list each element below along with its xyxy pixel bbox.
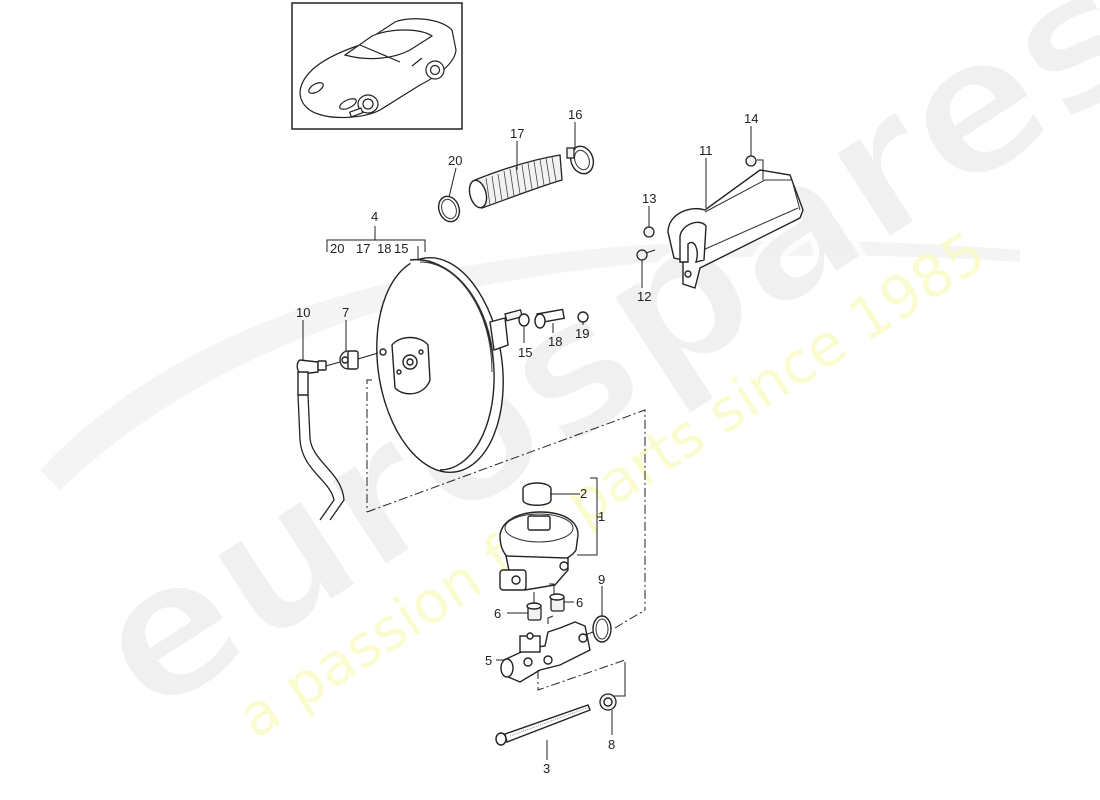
callout-10[interactable]: 10	[296, 305, 310, 320]
leader-lines	[302, 122, 752, 760]
nut-13	[643, 226, 655, 238]
washer-15	[518, 313, 530, 327]
callout-12[interactable]: 12	[637, 289, 651, 304]
group-item-18: 18	[377, 241, 391, 256]
bellows-boot-17	[468, 154, 563, 209]
callout-14[interactable]: 14	[744, 111, 758, 126]
vehicle-thumbnail	[291, 2, 463, 130]
grommets-6[interactable]	[526, 583, 565, 624]
callout-6-left[interactable]: 6	[494, 606, 501, 621]
callout-15[interactable]: 15	[518, 345, 532, 360]
callout-17[interactable]: 17	[510, 126, 524, 141]
callout-20[interactable]: 20	[448, 153, 462, 168]
long-bolt-3[interactable]	[495, 704, 591, 746]
callout-11[interactable]: 11	[699, 143, 713, 158]
booster-hardware[interactable]	[518, 308, 589, 329]
group-item-15: 15	[394, 241, 408, 256]
master-cylinder-5[interactable]	[500, 621, 591, 683]
boot-and-clamps[interactable]	[435, 143, 597, 225]
callout-4: 4	[371, 209, 378, 224]
callout-13[interactable]: 13	[642, 191, 656, 206]
callout-2[interactable]: 2	[580, 486, 587, 501]
group-item-17: 17	[356, 241, 370, 256]
callout-9[interactable]: 9	[598, 572, 605, 587]
callout-1[interactable]: 1	[598, 509, 605, 524]
nut-14	[745, 155, 757, 167]
group-item-20: 20	[330, 241, 344, 256]
callout-16[interactable]: 16	[568, 107, 582, 122]
group-label-4: 4 20 17 18 15	[326, 209, 426, 280]
callouts: 1 2 3 5 6 6 7 8 9 10 11 12 13 14 15 16 1…	[296, 107, 758, 776]
o-ring-9[interactable]	[584, 615, 612, 643]
assembly-lines	[366, 379, 646, 691]
watermark-swoosh	[40, 240, 1020, 490]
reservoir-cap-2[interactable]	[522, 482, 552, 506]
vacuum-hose-10[interactable]	[296, 359, 345, 521]
callout-6-right[interactable]: 6	[576, 595, 583, 610]
bracket-11[interactable]	[667, 169, 804, 289]
callout-18[interactable]: 18	[548, 334, 562, 349]
callout-3[interactable]: 3	[543, 761, 550, 776]
callout-7[interactable]: 7	[342, 305, 349, 320]
callout-19[interactable]: 19	[575, 326, 589, 341]
nut-8[interactable]	[599, 662, 626, 711]
nut-19	[577, 311, 589, 323]
reservoir-1[interactable]	[499, 511, 579, 591]
brake-booster[interactable]	[364, 249, 524, 480]
callout-5[interactable]: 5	[485, 653, 492, 668]
grommet-7[interactable]	[339, 350, 379, 370]
callout-8[interactable]: 8	[608, 737, 615, 752]
clamp-20	[437, 195, 461, 223]
clamp-16	[566, 145, 595, 175]
